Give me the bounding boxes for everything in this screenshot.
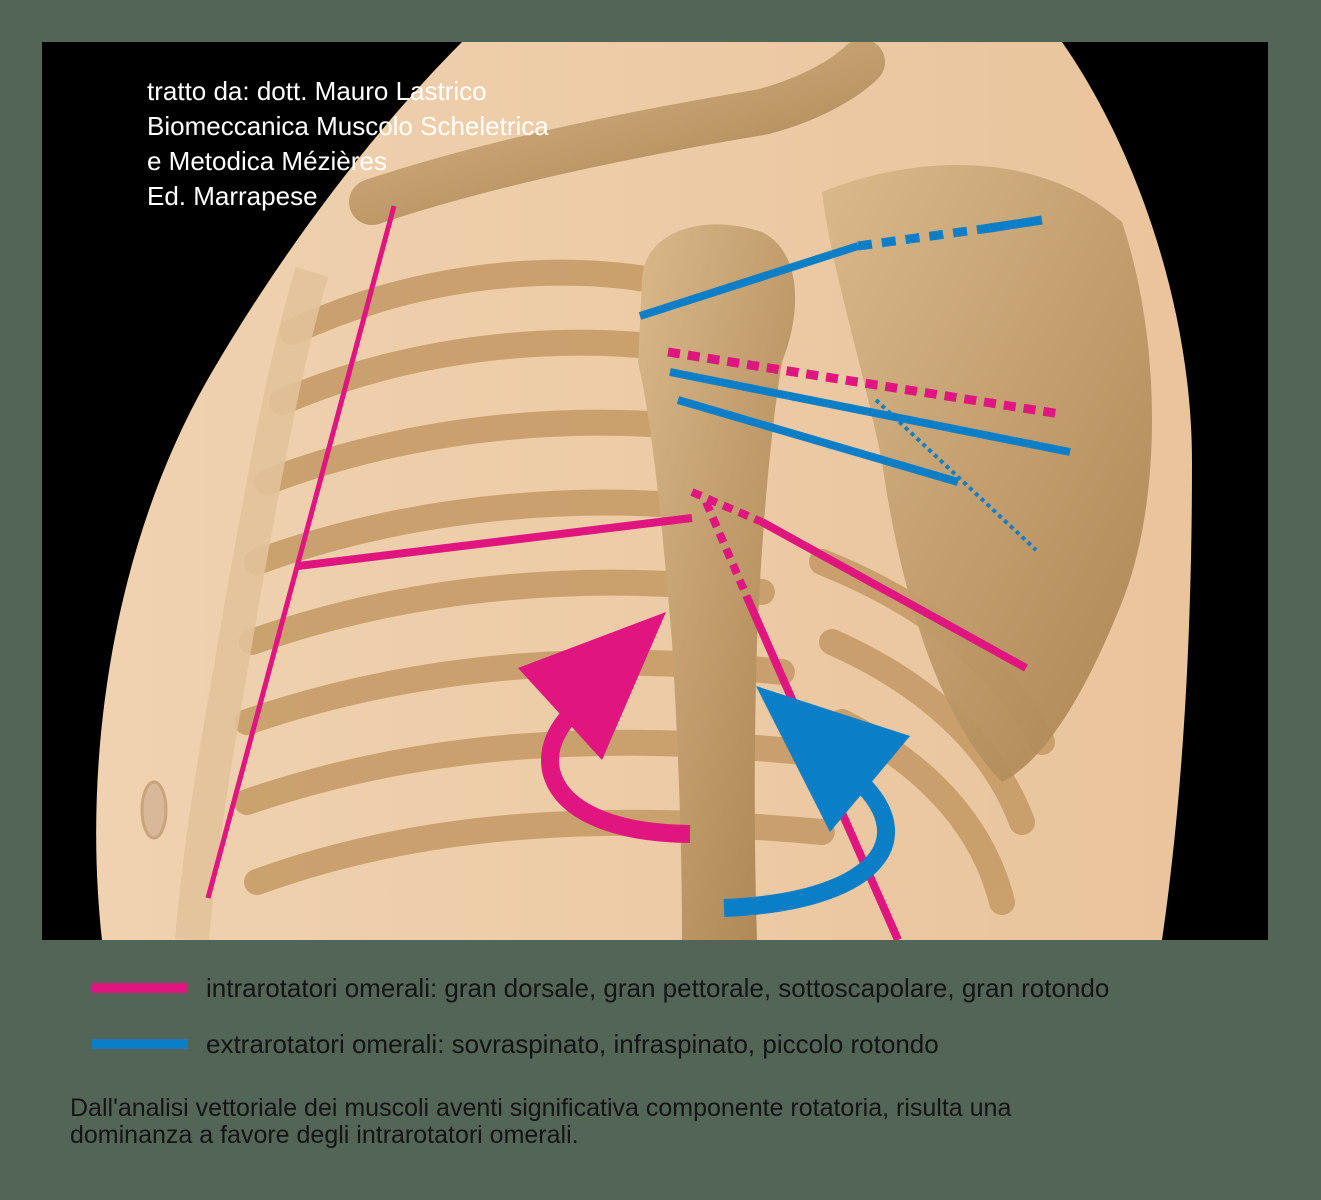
blue-rotation-arrow (723, 775, 896, 917)
pink-vector-horizontal (297, 514, 693, 570)
pink-vector-vertical (205, 205, 397, 899)
legend-swatch-pink (92, 983, 188, 993)
navel (140, 780, 168, 840)
credit-line-2: Biomeccanica Muscolo Scheletrica (147, 111, 549, 141)
conclusion-text: Dall'analisi vettoriale dei muscoli aven… (70, 1095, 1270, 1149)
pink-vector-lower-right (760, 518, 1028, 672)
anatomy-figure: tratto da: dott. Mauro Lastrico Biomecca… (42, 42, 1268, 940)
pink-vector-dotted-down (702, 500, 754, 606)
blue-vector-upper-end (989, 215, 1043, 233)
blue-vector-middle-2 (676, 396, 960, 486)
extrarotatori-vectors (638, 215, 1071, 917)
conclusion-line-1: Dall'analisi vettoriale dei muscoli aven… (70, 1094, 1012, 1122)
blue-vector-middle-1 (669, 368, 1071, 456)
legend-label-intrarotatori: intrarotatori omerali: gran dorsale, gra… (206, 972, 1110, 1003)
pink-vector-dotted-short (690, 488, 764, 526)
legend-label-extrarotatori: extrarotatori omerali: sovraspinato, inf… (206, 1028, 939, 1059)
legend-swatch-blue (92, 1039, 188, 1049)
legend-intrarotatori: intrarotatori omerali: gran dorsale, gra… (92, 973, 1109, 1003)
sternum-edge (175, 267, 329, 940)
scapula (822, 164, 1152, 783)
credit-line-1: tratto da: dott. Mauro Lastrico (147, 76, 487, 106)
credit-line-3: e Metodica Mézières (147, 146, 387, 176)
pink-arrowhead (518, 612, 666, 760)
clavicle (349, 42, 885, 225)
shoulder-skeleton-illustration (96, 42, 1192, 940)
legend-extrarotatori: extrarotatori omerali: sovraspinato, inf… (92, 1029, 939, 1059)
credit-line-4: Ed. Marrapese (147, 181, 318, 211)
pink-vector-dotted-upper (667, 347, 1061, 419)
blue-arrowhead (756, 686, 910, 832)
conclusion-line-2: dominanza a favore degli intrarotatori o… (70, 1121, 579, 1149)
intrarotatori-vectors (205, 205, 1061, 940)
blue-vector-upper-solid (638, 242, 860, 320)
source-credit: tratto da: dott. Mauro Lastrico Biomecca… (147, 74, 549, 214)
